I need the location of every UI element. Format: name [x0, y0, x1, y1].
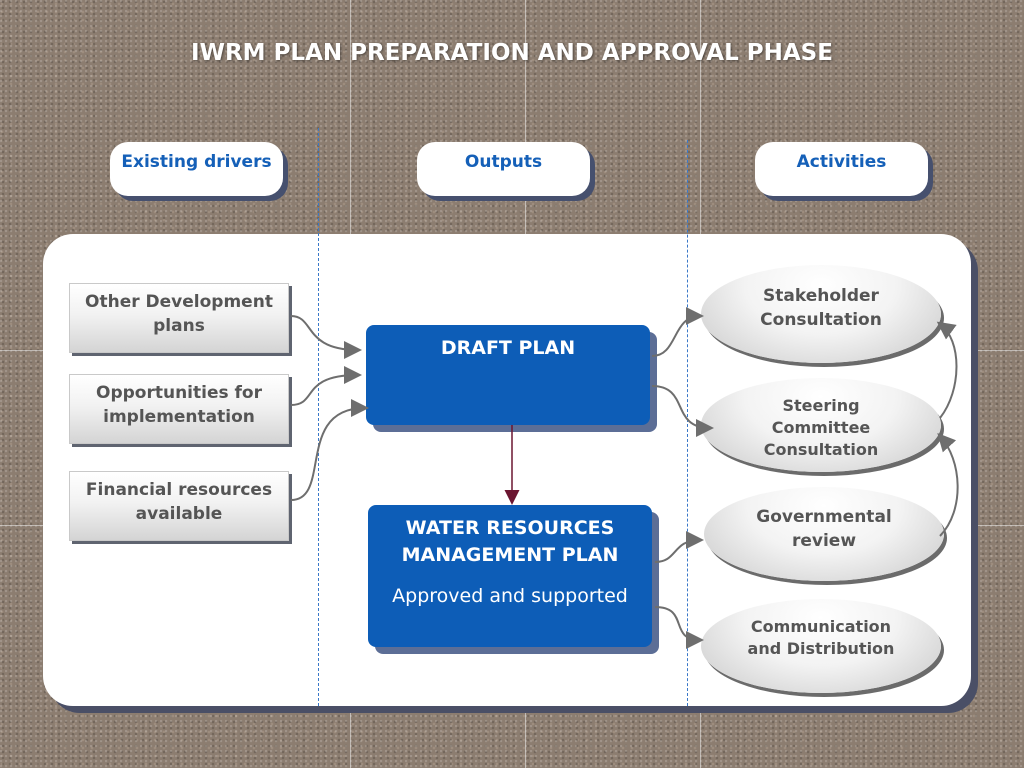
- driver-opportunities-for-implementation: Opportunities for implementation: [69, 374, 289, 444]
- column-divider-left: [318, 128, 319, 706]
- wrm-plan-title: WATER RESOURCES MANAGEMENT PLAN: [401, 517, 619, 566]
- draft-plan-box: DRAFT PLAN: [366, 325, 650, 425]
- activity-stakeholder-consultation: Stakeholder Consultation: [701, 265, 941, 363]
- connector-driver2-to-draft: [290, 366, 362, 406]
- connector-wrm-to-communication: [654, 606, 704, 649]
- header-outputs: Outputs: [417, 142, 590, 196]
- connector-draft-to-stakeholder: [651, 307, 704, 357]
- wrm-plan-status: Approved and supported: [392, 585, 628, 607]
- connector-draft-to-steering: [651, 385, 714, 437]
- connector-driver3-to-draft: [290, 399, 369, 501]
- column-divider-right: [687, 140, 688, 706]
- connector-driver1-to-draft: [290, 315, 362, 359]
- activity-governmental-review: Governmental review: [704, 487, 944, 581]
- connector-wrm-to-governmental: [654, 531, 704, 563]
- activity-communication-and-distribution: Communication and Distribution: [701, 599, 941, 693]
- header-existing-drivers: Existing drivers: [110, 142, 283, 196]
- driver-other-development-plans: Other Development plans: [69, 283, 289, 353]
- loop-steering-to-stakeholder: [936, 321, 958, 419]
- page-title: IWRM PLAN PREPARATION AND APPROVAL PHASE: [191, 40, 833, 66]
- driver-financial-resources: Financial resources available: [69, 471, 289, 541]
- draft-plan-label: DRAFT PLAN: [440, 337, 576, 359]
- wrm-plan-box: WATER RESOURCES MANAGEMENT PLAN Approved…: [368, 505, 652, 647]
- header-activities: Activities: [755, 142, 928, 196]
- activity-steering-committee-consultation: Steering Committee Consultation: [701, 378, 941, 472]
- loop-governmental-to-steering: [937, 433, 959, 537]
